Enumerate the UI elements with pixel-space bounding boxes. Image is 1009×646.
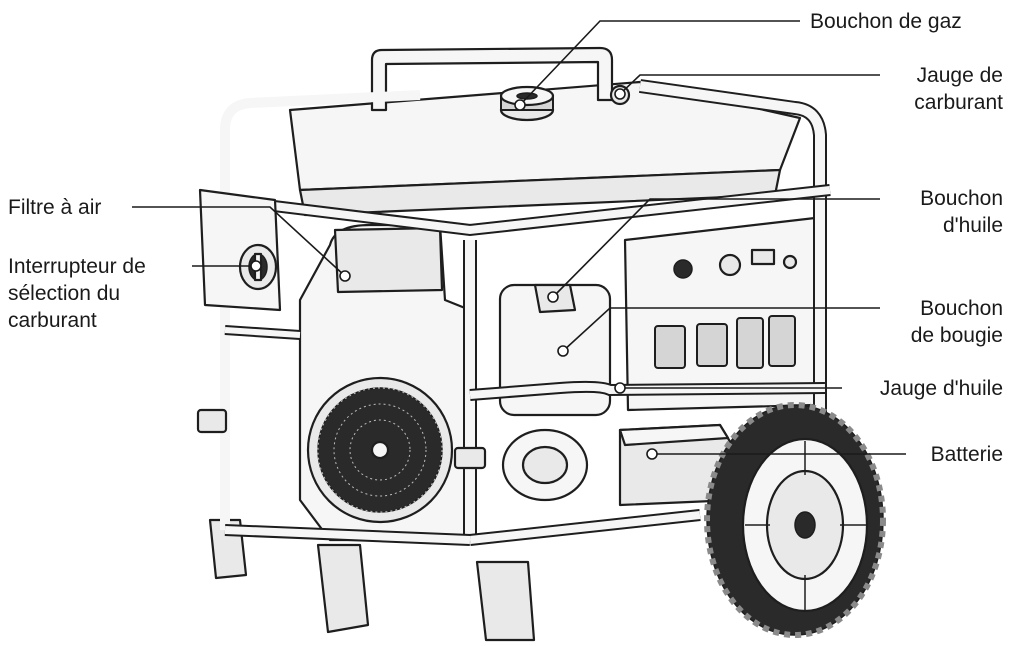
leader-fuel-gauge	[619, 74, 880, 95]
label-air-filter: Filtre à air	[8, 196, 102, 219]
leader-air-filter	[132, 206, 346, 277]
control-panel	[623, 216, 817, 412]
label-oil-cap: Bouchon d'huile	[920, 187, 1003, 237]
label-gas-cap: Bouchon de gaz	[810, 10, 962, 33]
callout-dots	[250, 88, 658, 460]
battery	[618, 423, 737, 507]
leader-spark-plug-cap	[562, 307, 880, 352]
leader-gas-cap	[519, 20, 800, 106]
label-battery: Batterie	[930, 443, 1003, 466]
label-spark-plug-cap: Bouchon de bougie	[910, 297, 1003, 347]
fuel-selector-switch	[198, 188, 282, 312]
wheel	[704, 402, 886, 638]
label-oil-dipstick: Jauge d'huile	[879, 377, 1003, 400]
label-fuel-selector: Interrupteur de sélection du carburant	[8, 255, 146, 332]
label-fuel-gauge: Jauge de carburant	[914, 64, 1003, 114]
cooling-fan	[306, 376, 454, 524]
top-handle	[370, 46, 614, 112]
gas-cap	[499, 85, 555, 122]
leader-oil-cap	[552, 198, 880, 298]
leader-lines	[132, 20, 906, 455]
frame	[196, 79, 831, 546]
